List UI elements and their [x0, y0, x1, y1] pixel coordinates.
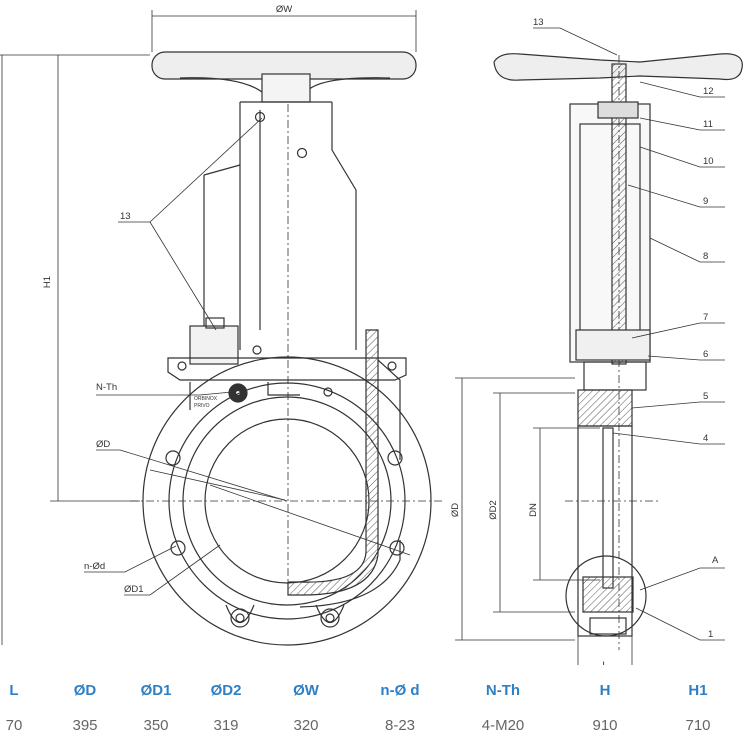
side-view	[493, 53, 743, 650]
front-callout-13: 13	[120, 211, 131, 222]
dim-label-dn: DN	[528, 503, 539, 517]
spec-value-n-d: 8-23	[384, 717, 416, 734]
front-hub	[261, 73, 311, 103]
nameplate-line-2: PRIVO	[194, 403, 210, 409]
callout-11: 11	[703, 119, 713, 130]
spec-header-n-th: N-Th	[485, 682, 521, 699]
dim-label-l: L	[602, 660, 607, 665]
callout-7: 7	[703, 312, 708, 323]
front-yoke-inner	[203, 110, 261, 340]
dim-label-d2: ØD2	[488, 500, 499, 520]
callout-8: 8	[703, 251, 708, 262]
nameplate-line-1: ORBINOX	[194, 396, 218, 402]
callout-10: 10	[703, 156, 714, 167]
spec-value-n-th: 4-M20	[481, 717, 525, 734]
dimension-lines	[0, 10, 725, 665]
spec-header-d1: ØD1	[140, 682, 172, 699]
spec-value-h: 910	[592, 717, 618, 734]
spec-header-l: L	[9, 682, 19, 699]
valve-technical-drawing: ØW H1 13 N-Th ØD n-Ød ØD1 ØD ØD2 DN L A …	[0, 4, 743, 665]
spec-header-h: H	[599, 682, 611, 699]
spec-value-h1: 710	[685, 717, 711, 734]
spec-value-d1: 350	[143, 717, 169, 734]
side-body	[577, 389, 633, 427]
dim-label-n-th: N-Th	[96, 382, 117, 393]
spec-header-d: ØD	[73, 682, 97, 699]
dim-label-side-d: ØD	[450, 503, 461, 517]
front-view	[130, 51, 445, 646]
callout-13: 13	[533, 17, 544, 28]
front-body-top	[167, 357, 407, 381]
side-detail-a	[565, 555, 647, 637]
spec-value-d2: 319	[213, 717, 239, 734]
spec-header-w: ØW	[293, 682, 319, 699]
spec-value-l: 70	[5, 717, 23, 734]
callout-5: 5	[703, 391, 708, 402]
spec-header-d2: ØD2	[210, 682, 242, 699]
callout-4: 4	[703, 433, 708, 444]
side-yoke-housing	[569, 103, 651, 363]
front-yoke	[239, 101, 357, 350]
callout-9: 9	[703, 196, 708, 207]
spec-value-w: 320	[293, 717, 319, 734]
dim-label-h1: H1	[42, 276, 53, 288]
spec-table: L ØD ØD1 ØD2 ØW n-Ø d N-Th H H1 70 395 3…	[0, 672, 750, 750]
dim-label-d1: ØD1	[124, 584, 144, 595]
dim-label-d: ØD	[96, 439, 110, 450]
dim-label-w: ØW	[276, 4, 292, 15]
detail-label-a: A	[712, 555, 719, 566]
spec-header-h1: H1	[688, 682, 708, 699]
spec-header-n-d: n-Ø d	[380, 682, 420, 699]
front-seat-hatch	[287, 329, 379, 596]
callout-6: 6	[703, 349, 708, 360]
callout-12: 12	[703, 86, 714, 97]
callout-1: 1	[708, 629, 713, 640]
spec-value-d: 395	[72, 717, 98, 734]
dim-label-n-d: n-Ød	[84, 561, 105, 572]
